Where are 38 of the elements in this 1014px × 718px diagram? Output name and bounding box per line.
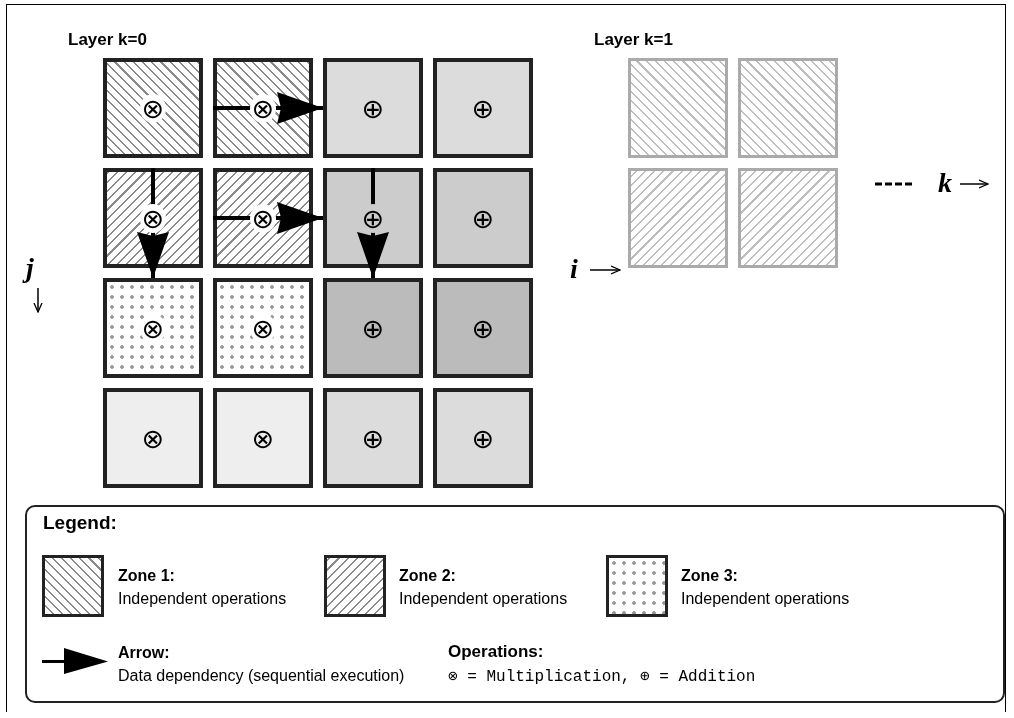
legend-title: Legend: xyxy=(43,512,117,534)
grid-cell xyxy=(213,168,313,268)
grid-cell xyxy=(323,278,423,378)
grid-cell xyxy=(103,168,203,268)
grid-cell xyxy=(103,278,203,378)
operator-symbol: ⊗ xyxy=(139,93,167,123)
grid-cell xyxy=(433,58,533,158)
arrow xyxy=(137,168,169,278)
operator-symbol: ⊗ xyxy=(139,203,167,233)
layer-title: Layer k=0 xyxy=(68,30,147,50)
legend-text: Zone 2: Independent operations xyxy=(399,566,568,609)
axis-label: k xyxy=(938,167,952,199)
grid-cell xyxy=(213,388,313,488)
grid-cell xyxy=(213,58,313,158)
legend-text: Zone 1: Independent operations xyxy=(118,566,287,609)
legend-heading: Operations: xyxy=(448,642,544,662)
grid-cell xyxy=(323,168,423,268)
grid-cell xyxy=(323,58,423,158)
legend-text: ⊗ = Multiplication, ⊕ = Addition xyxy=(448,667,756,686)
grid-cell xyxy=(103,58,203,158)
legend-text: Zone 3: Independent operations xyxy=(681,566,850,609)
empty-grid-cell xyxy=(738,168,838,268)
grid-cell xyxy=(433,278,533,378)
arrow xyxy=(357,168,389,278)
empty-grid-cell xyxy=(628,168,728,268)
axis-label: i xyxy=(570,253,578,285)
empty-grid-cell xyxy=(738,58,838,158)
layer-title: Layer k=1 xyxy=(594,30,673,50)
arrow xyxy=(213,202,323,234)
grid-cell xyxy=(323,388,423,488)
grid-cell xyxy=(433,168,533,268)
legend-text: Arrow: Data dependency (sequential execution) xyxy=(118,643,405,686)
operator-symbol: ⊗ xyxy=(249,93,277,123)
grid-cell xyxy=(103,388,203,488)
operator-symbol: ⊗ xyxy=(249,203,277,233)
grid-cell xyxy=(213,278,313,378)
empty-grid-cell xyxy=(628,58,728,158)
grid-cell xyxy=(433,388,533,488)
